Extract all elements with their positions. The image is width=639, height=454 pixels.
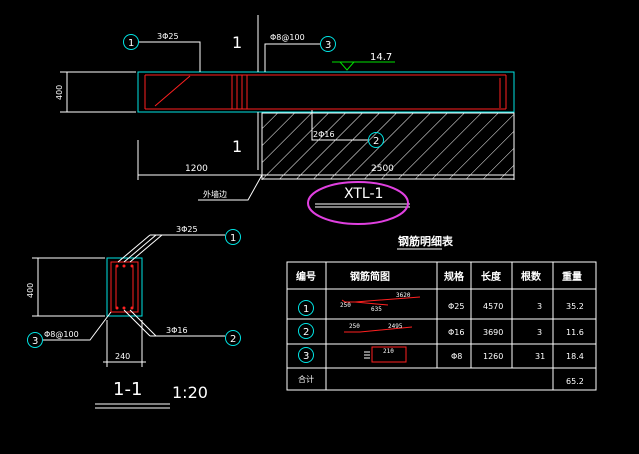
wall-label-leader	[198, 174, 263, 201]
marker-circle-2	[368, 132, 384, 148]
row-1-sketch-bend	[354, 301, 389, 306]
dim-right-label: 2500	[371, 164, 394, 174]
callout-leader-1	[139, 41, 201, 72]
table-row-1-length: 4570	[483, 302, 503, 311]
section-marker-circle-2	[225, 330, 241, 346]
section-marker-circle-3	[27, 332, 43, 348]
table-row-2-weight: 11.6	[566, 328, 584, 337]
elevation-level: 14.7	[370, 52, 392, 63]
table-total-weight: 65.2	[566, 377, 584, 386]
table-row-2-spec: Φ16	[448, 328, 464, 337]
table-row-2-sketch-a: 2495	[388, 323, 403, 330]
section-scale: 1:20	[172, 383, 208, 402]
bent-rebar	[154, 75, 191, 107]
section-marker-2-label: 2	[230, 334, 236, 345]
row-2-sketch-bar	[344, 326, 413, 333]
section-outline	[106, 257, 143, 317]
level-triangle-icon	[338, 61, 356, 71]
table-total-label: 合计	[298, 374, 314, 384]
marker-2-label: 2	[373, 136, 379, 147]
dim-height-label: 400	[55, 85, 64, 100]
table-row-1-sketch-b: 635	[371, 306, 382, 313]
section-title: 1-1	[113, 379, 142, 400]
bar-dot-br	[130, 306, 134, 310]
bar-dot-tl	[115, 264, 119, 268]
bar-dot-tm	[122, 264, 126, 268]
table-border	[286, 261, 597, 391]
marker-1-label: 1	[128, 38, 134, 49]
callout-leader-2	[311, 110, 368, 141]
section-leader-3	[43, 311, 112, 341]
beam-elevation: 1 1 1 3Φ25 3 Φ8@100 2 2Φ16 14.7 400 1200…	[55, 15, 515, 225]
table-header-no: 编号	[296, 270, 316, 283]
dim-left-label: 1200	[185, 164, 208, 174]
marker-circle-3	[320, 36, 336, 52]
callout-stirrup: Φ8@100	[270, 33, 305, 42]
rebar-table: 钢筋明细表 编号 钢筋简图 规格 长度 根数 重量 1 3620 635 250…	[286, 234, 597, 391]
bar-dot-bl	[115, 306, 119, 310]
wall-hatch	[261, 112, 515, 180]
section-1-1: 1 3Φ25 2 3Φ16 3 Φ8@100 400 240 1-1 1:20	[26, 225, 241, 409]
table-row-3-marker	[298, 347, 314, 363]
row-3-sketch-stirrup	[371, 346, 407, 363]
section-callout-bottom: 3Φ16	[166, 326, 188, 335]
table-row-2-length: 3690	[483, 328, 503, 337]
callout-top-bar: 3Φ25	[157, 32, 179, 41]
table-row-2-no: 2	[303, 327, 309, 338]
beam-title: XTL-1	[344, 186, 383, 202]
section-marker-circle-1	[225, 229, 241, 245]
bar-dot-bm	[122, 306, 126, 310]
marker-circle-1	[123, 34, 139, 50]
table-title: 钢筋明细表	[398, 234, 454, 248]
section-callout-stirrup: Φ8@100	[44, 330, 79, 339]
table-row-1-spec: Φ25	[448, 302, 464, 311]
table-row-2-marker	[298, 323, 314, 339]
table-row-1-weight: 35.2	[566, 302, 584, 311]
section-dim-height-label: 400	[26, 283, 35, 298]
table-row-3-count: 31	[535, 352, 545, 361]
table-header-spec: 规格	[444, 270, 465, 283]
section-leader-1c	[129, 234, 163, 263]
section-mark-bottom: 1	[232, 137, 242, 156]
table-row-1-count: 3	[537, 302, 542, 311]
wall-label: 外墙边	[203, 189, 227, 199]
table-row-3-length: 1260	[483, 352, 503, 361]
table-row-3-spec: Φ8	[451, 352, 462, 361]
section-dim-width-label: 240	[115, 352, 130, 361]
section-leader-1a	[117, 234, 151, 263]
table-row-3-weight: 18.4	[566, 352, 584, 361]
table-row-2-count: 3	[537, 328, 542, 337]
row-1-sketch-bar	[341, 296, 421, 303]
table-header-sketch: 钢筋简图	[350, 270, 390, 283]
section-leader-1b	[123, 234, 157, 263]
highlight-ellipse	[307, 181, 409, 225]
table-header-weight: 重量	[562, 270, 582, 283]
section-leader-2b	[129, 309, 157, 337]
section-stirrup	[110, 261, 139, 313]
table-row-1-sketch-a: 3620	[396, 292, 411, 299]
table-row-3-sketch-a: 210	[383, 348, 394, 355]
beam-outline	[137, 71, 515, 113]
marker-3-label: 3	[325, 40, 331, 51]
table-row-1-marker	[298, 300, 314, 316]
table-row-3-no: 3	[303, 351, 309, 362]
section-marker-3-label: 3	[32, 336, 38, 347]
table-header-length: 长度	[481, 270, 502, 283]
table-header-count: 根数	[521, 270, 542, 283]
table-row-1-no: 1	[303, 304, 309, 315]
section-leader-2a	[123, 309, 151, 337]
bar-dot-tr	[130, 264, 134, 268]
section-callout-top: 3Φ25	[176, 225, 198, 234]
callout-bottom-bar: 2Φ16	[313, 130, 335, 139]
callout-leader-3	[264, 43, 320, 72]
section-mark-top: 1	[232, 33, 242, 52]
table-row-2-sketch-b: 250	[349, 323, 360, 330]
table-row-1-sketch-c: 250	[340, 302, 351, 309]
section-marker-1-label: 1	[230, 233, 236, 244]
